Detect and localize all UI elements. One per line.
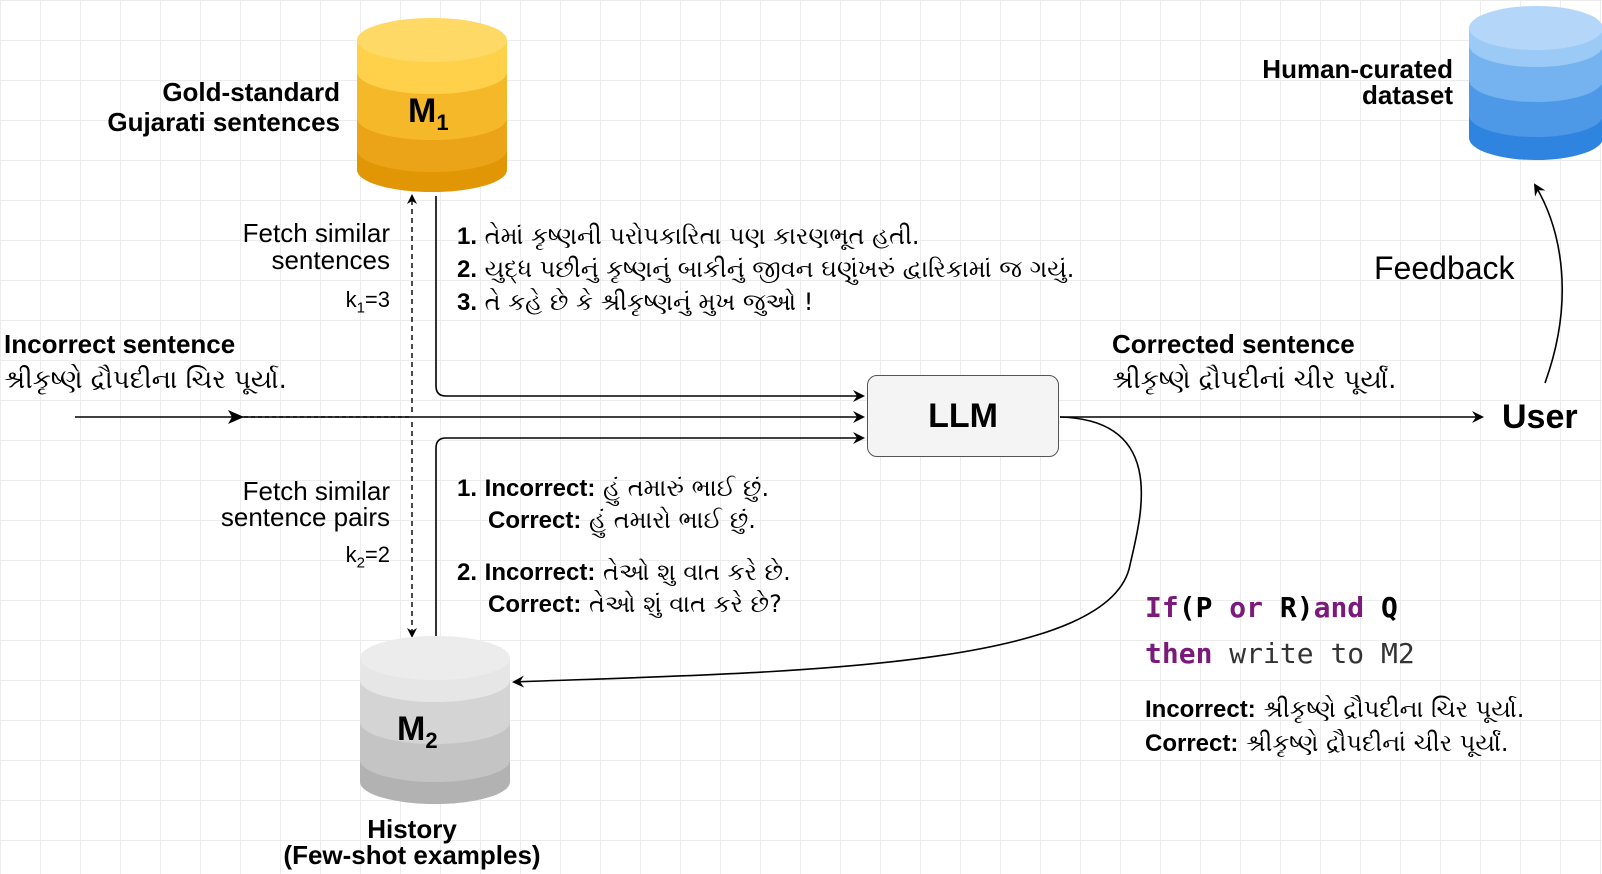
- m2-label: M2: [397, 710, 438, 753]
- fetch-sentences-label: Fetch similar sentences: [242, 218, 390, 276]
- fetch-pairs-label: Fetch similar sentence pairs: [220, 476, 390, 532]
- similar-sentence-2: 2. યુદ્ધ પછીનું કૃષ્ણનું બાકીનું જીવન ઘણ…: [457, 255, 1075, 283]
- k1-label: k1=3: [345, 287, 390, 317]
- llm-label: LLM: [928, 396, 998, 435]
- pair-1-correct: Correct: હું તમારો ભાઈ છું.: [488, 506, 756, 534]
- pair-1-incorrect: 1. Incorrect: હું તમારું ભાઈ છું.: [457, 474, 770, 502]
- llm-node: LLM: [867, 375, 1059, 457]
- rule-correct: Correct: શ્રીકૃષ્ણે દ્રૌપદીનાં ચીર પૂર્ય…: [1145, 729, 1509, 757]
- input-arrow-mid-head: [228, 410, 244, 424]
- similar-sentence-3: 3. તે કહે છે કે શ્રીકૃષ્ણનું મુખ જુઓ !: [457, 288, 814, 316]
- input-heading: Incorrect sentence: [4, 329, 236, 359]
- m2-caption: History (Few-shot examples): [283, 814, 541, 870]
- m2-database-cylinder: [360, 636, 510, 804]
- input-sentence: શ્રીકૃષ્ણે દ્રૌપદીના ચિર પૂર્યા.: [4, 365, 287, 395]
- k2-label: k2=2: [345, 542, 390, 572]
- output-sentence: શ્રીકૃષ્ણે દ્રૌપદીનાં ચીર પૂર્યાં.: [1112, 365, 1397, 395]
- rule-incorrect: Incorrect: શ્રીકૃષ્ણે દ્રૌપદીના ચિર પૂર્…: [1145, 695, 1525, 723]
- output-heading: Corrected sentence: [1112, 329, 1355, 359]
- dataset-database-cylinder: [1469, 6, 1602, 160]
- m1-label: M1: [408, 92, 449, 135]
- rule-action: then write to M2: [1145, 637, 1415, 670]
- pair-2-incorrect: 2. Incorrect: તેઓ શુ વાત કરે છે.: [457, 558, 791, 586]
- feedback-arrow: [1533, 183, 1564, 384]
- m2-to-llm-arrow: [435, 432, 865, 636]
- similar-sentence-1: 1. તેમાં કૃષ્ણની પરોપકારિતા પણ કારણભૂત હ…: [457, 222, 920, 250]
- writeback-to-m2-arrow: [512, 416, 1143, 688]
- dataset-caption: Human-curated dataset: [1262, 54, 1453, 110]
- m1-caption: Gold-standard Gujarati sentences: [107, 77, 340, 137]
- rule-condition: If(P or R)and Q: [1145, 591, 1398, 624]
- m1-to-llm-arrow: [435, 196, 865, 402]
- feedback-label: Feedback: [1374, 250, 1515, 286]
- user-label: User: [1502, 398, 1578, 436]
- m1-database-cylinder: [357, 18, 507, 192]
- pair-2-correct: Correct: તેઓ શું વાત કરે છે?: [488, 590, 782, 618]
